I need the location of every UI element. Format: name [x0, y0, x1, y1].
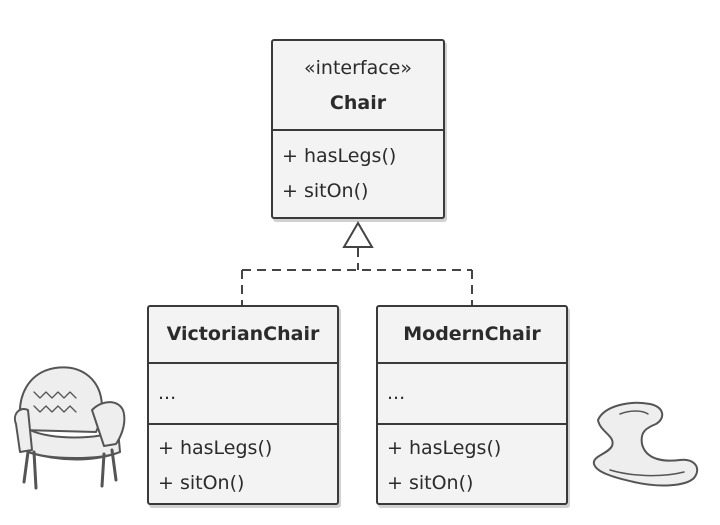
interface-header: «interface» Chair	[273, 41, 443, 129]
class-modern-chair-box: ModernChair ... + hasLegs() + sitOn()	[376, 305, 568, 505]
fields-placeholder: ...	[158, 382, 177, 404]
method-item: + hasLegs()	[158, 437, 273, 459]
class-header: ModernChair	[378, 307, 566, 362]
interface-name: Chair	[329, 92, 387, 114]
realization-arrowhead-icon	[342, 221, 374, 248]
method-item: + sitOn()	[387, 472, 474, 494]
class-fields: ...	[378, 362, 566, 423]
method-item: + sitOn()	[158, 472, 245, 494]
interface-chair-box: «interface» Chair + hasLegs() + sitOn()	[271, 39, 445, 219]
method-item: + sitOn()	[282, 180, 369, 202]
interface-stereotype: «interface»	[304, 57, 412, 79]
class-methods: + hasLegs() + sitOn()	[149, 423, 337, 503]
method-item: + hasLegs()	[282, 145, 397, 167]
class-name: ModernChair	[403, 323, 541, 345]
class-name: VictorianChair	[166, 323, 320, 345]
class-methods: + hasLegs() + sitOn()	[378, 423, 566, 503]
class-header: VictorianChair	[149, 307, 337, 362]
interface-methods: + hasLegs() + sitOn()	[273, 129, 443, 217]
method-item: + hasLegs()	[387, 437, 502, 459]
class-victorian-chair-box: VictorianChair ... + hasLegs() + sitOn()	[147, 305, 339, 505]
fields-placeholder: ...	[387, 382, 406, 404]
class-fields: ...	[149, 362, 337, 423]
